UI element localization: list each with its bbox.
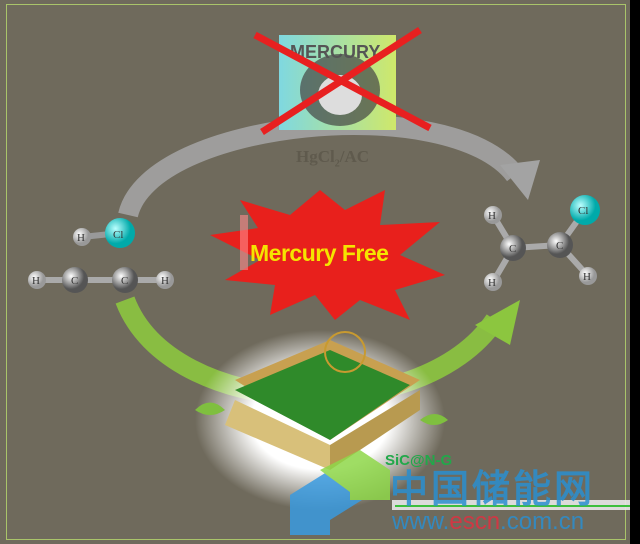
svg-text:C: C [509, 243, 516, 255]
red-starburst [210, 190, 445, 320]
svg-text:H: H [583, 271, 591, 283]
leaf [420, 414, 448, 425]
svg-text:H: H [488, 277, 496, 289]
hcl-molecule: H Cl [73, 218, 135, 248]
green-arrow-head [475, 300, 520, 345]
watermark-logo [290, 450, 390, 535]
catalyst-graphene [225, 340, 420, 470]
watermark-url: www.escn.com.cn [392, 508, 585, 535]
svg-text:C: C [71, 275, 78, 287]
svg-text:H: H [161, 275, 169, 287]
gray-arrow-head [500, 160, 540, 200]
catalyst-label: SiC@N-G [385, 452, 453, 469]
svg-text:H: H [32, 275, 40, 287]
svg-text:H: H [77, 232, 85, 244]
hgcl2-ac-label: HgCl2/AC [296, 147, 370, 170]
leaf [195, 402, 225, 415]
watermark-title: 中国储能网 [390, 467, 596, 511]
frame-border [6, 4, 626, 540]
svg-text:C: C [121, 275, 128, 287]
svg-text:Cl: Cl [578, 205, 588, 217]
svg-text:C: C [556, 240, 563, 252]
svg-text:Cl: Cl [113, 229, 123, 241]
active-site-circle [324, 331, 366, 373]
red-x-icon [253, 27, 432, 135]
mercury-image-label: MERCURY [290, 42, 380, 62]
mercury-free-label: Mercury Free [250, 240, 389, 266]
svg-text:H: H [488, 210, 496, 222]
